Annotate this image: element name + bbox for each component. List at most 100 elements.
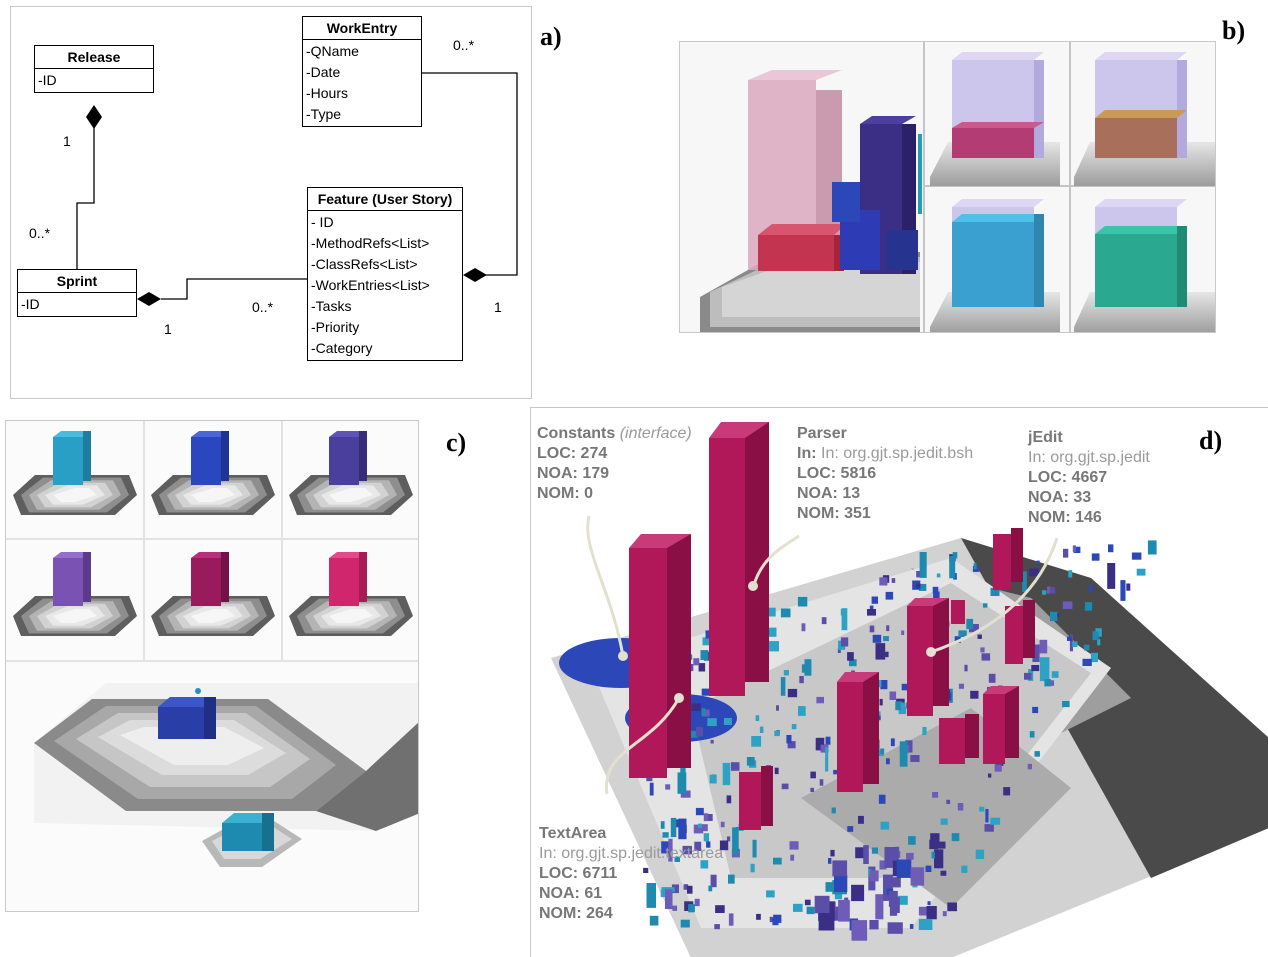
class-block (878, 794, 886, 804)
tall-building (837, 672, 879, 792)
class-block (1049, 587, 1056, 594)
class-block (1039, 639, 1048, 654)
class-block (966, 618, 974, 630)
class-block (1055, 613, 1060, 618)
class-block (869, 605, 874, 612)
class-package: In: In: org.gjt.sp.jedit.bsh (797, 445, 974, 462)
metric-noa: NOA: 13 (797, 485, 861, 502)
tall-building (1005, 600, 1035, 664)
multiplicity-label: 1 (494, 299, 502, 315)
class-block (1024, 672, 1032, 680)
class-attribute: -Type (306, 106, 342, 122)
class-block (970, 690, 979, 699)
class-block (834, 889, 843, 900)
class-block (693, 824, 704, 834)
class-block (806, 906, 815, 915)
class-block (1027, 763, 1032, 770)
class-block (789, 841, 799, 850)
multiplicity-label: 1 (164, 321, 172, 337)
class-block (909, 924, 914, 929)
class-block (756, 913, 761, 920)
class-block (1069, 634, 1073, 652)
sprint-feature-line (161, 278, 307, 300)
class-block (665, 784, 671, 790)
multiplicity-label: 0..* (29, 225, 51, 241)
class-block (1042, 590, 1047, 595)
metric-noa: NOA: 179 (537, 465, 610, 482)
release-sprint-line (76, 127, 95, 269)
class-block (901, 630, 905, 635)
class-name: Release (35, 46, 153, 69)
small-scene-cyan (930, 199, 1060, 332)
tall-building (739, 766, 773, 830)
class-block (840, 637, 849, 647)
class-block (837, 648, 841, 653)
annotation-jedit: jEdit In: org.gjt.sp.jedit LOC: 4667 NOA… (1028, 428, 1150, 528)
class-block (951, 833, 960, 842)
class-block (869, 920, 879, 930)
class-block (840, 608, 845, 616)
class-block (895, 701, 902, 711)
class-block (1126, 583, 1131, 591)
class-block (686, 885, 693, 894)
class-block (755, 715, 760, 721)
class-block (703, 813, 709, 822)
class-block (680, 919, 690, 928)
class-block (668, 838, 673, 862)
sprint-diamond (137, 292, 161, 306)
class-block (714, 924, 720, 930)
class-block (1097, 639, 1101, 646)
panel-d-label: d) (1199, 426, 1223, 455)
class-block (1147, 540, 1157, 555)
class-attribute: - ID (311, 214, 334, 230)
class-block (722, 762, 731, 786)
class-block (776, 705, 779, 711)
multiplicity-label: 0..* (453, 37, 475, 53)
class-block (918, 918, 933, 930)
pyramid-grid (13, 431, 413, 636)
class-block (720, 821, 725, 828)
panel-c-3d-view (5, 420, 419, 912)
class-block (841, 608, 848, 631)
class-block (728, 913, 734, 926)
class-block (700, 824, 708, 832)
class-block (1029, 731, 1035, 738)
class-name: TextArea (539, 825, 607, 842)
class-block (1036, 560, 1040, 565)
panel-c-label: c) (446, 428, 467, 457)
class-block (786, 735, 792, 744)
class-block (988, 773, 992, 778)
class-block (855, 847, 865, 859)
class-block (766, 890, 775, 898)
class-block (689, 664, 694, 672)
class-block (768, 627, 777, 637)
class-block (774, 730, 780, 737)
class-attribute: -Priority (311, 319, 360, 335)
class-block (682, 845, 692, 855)
class-block (985, 809, 989, 823)
left-scene (700, 70, 922, 332)
class-block (875, 643, 886, 660)
class-block (830, 849, 835, 857)
annotation-constants: Constants (interface) LOC: 274 NOA: 179 … (537, 424, 692, 504)
class-block (958, 630, 967, 637)
class-block (693, 711, 704, 721)
tall-building (993, 528, 1023, 590)
class-block (672, 905, 678, 911)
class-block (1120, 580, 1126, 601)
class-block (942, 911, 947, 917)
uml-class-workentry: WorkEntry -QName -Date -Hours -Type (302, 16, 422, 127)
metric-loc: LOC: 6711 (539, 865, 618, 882)
class-block (946, 799, 951, 804)
pyramid-scene (13, 552, 137, 636)
class-block (780, 677, 786, 696)
class-block (1029, 568, 1039, 577)
class-block (773, 857, 782, 865)
class-block (726, 795, 732, 804)
class-block (1108, 544, 1114, 553)
workentry-feature-line (419, 72, 518, 276)
class-block (793, 903, 803, 912)
class-block (872, 634, 882, 643)
class-name: Constants (537, 425, 616, 442)
class-block (693, 658, 700, 666)
